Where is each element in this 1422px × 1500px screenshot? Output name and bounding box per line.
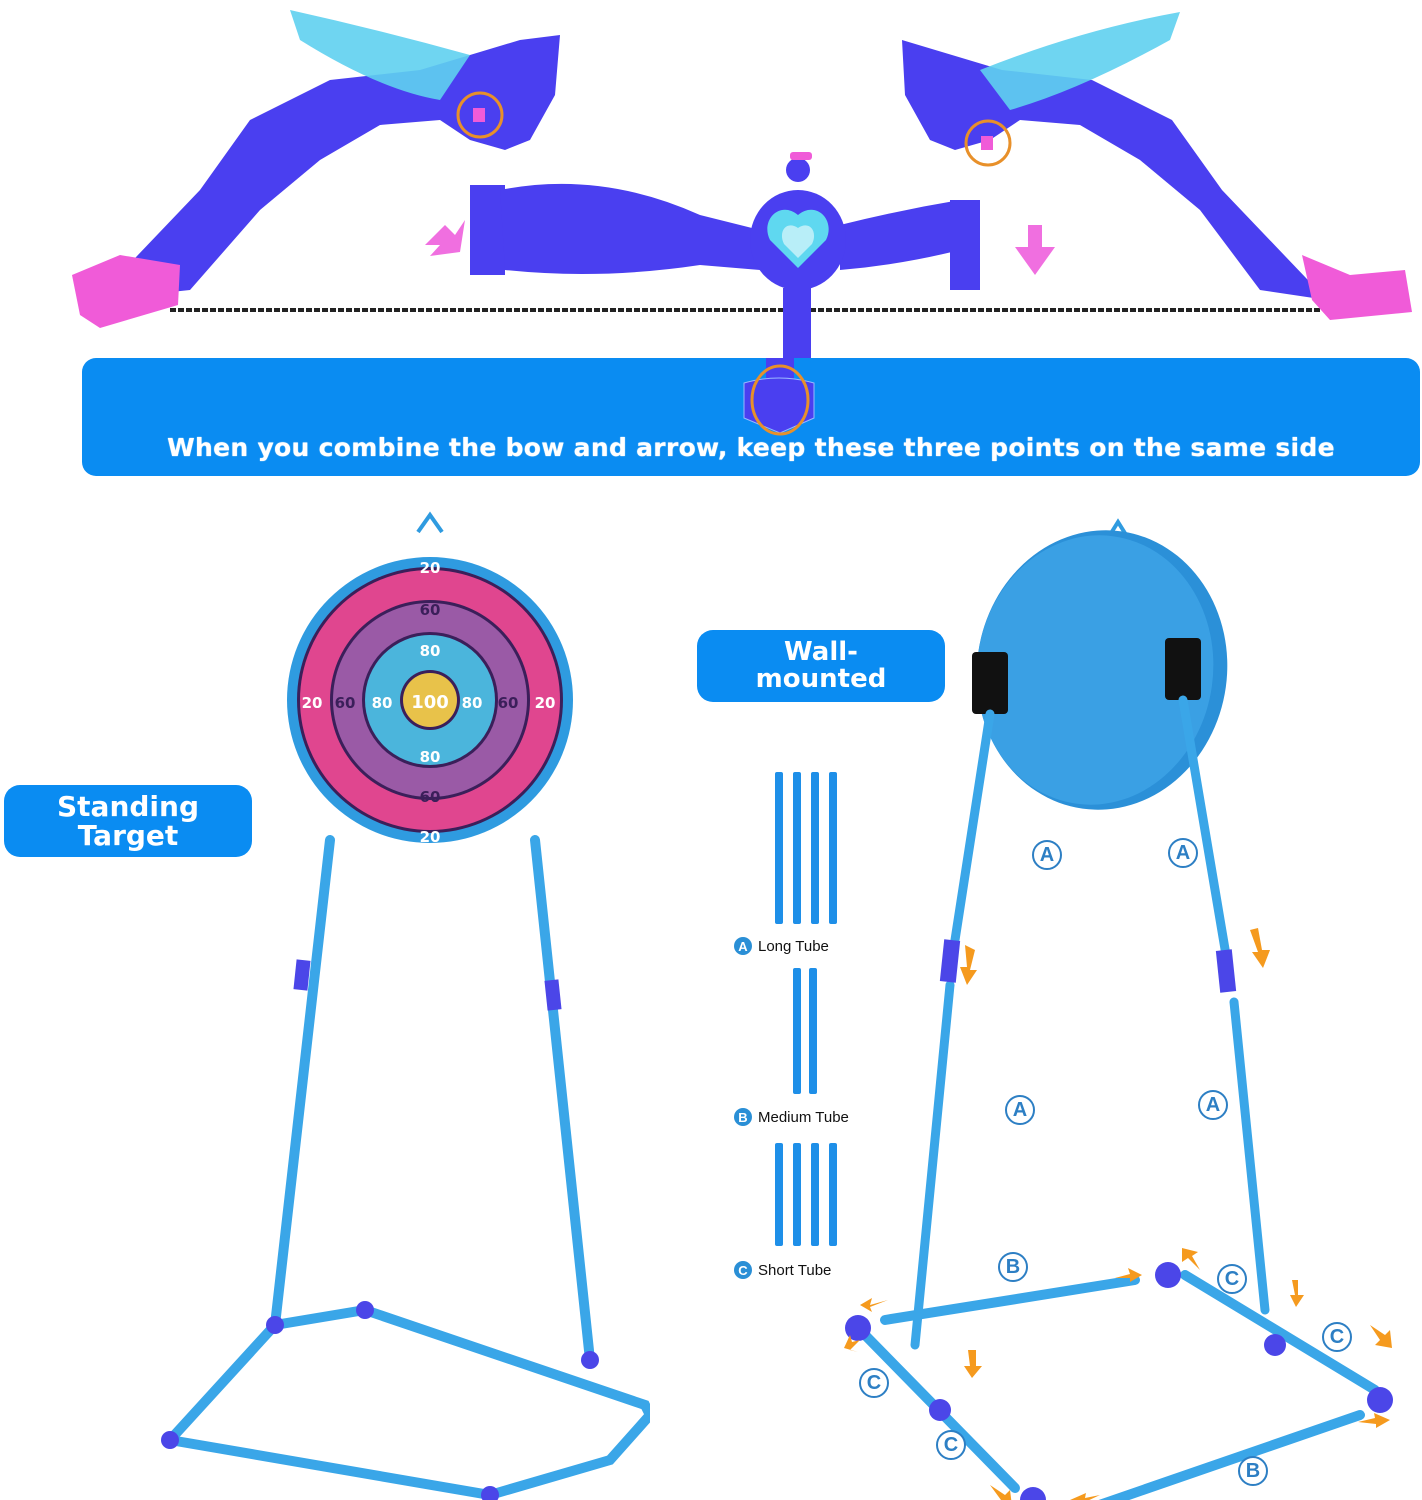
label-a-lower-left: A bbox=[1005, 1095, 1035, 1125]
short-tube bbox=[829, 1143, 837, 1246]
elbow-connector bbox=[1155, 1262, 1181, 1288]
medium-tube bbox=[793, 968, 801, 1094]
short-tube bbox=[811, 1143, 819, 1246]
svg-text:80: 80 bbox=[420, 642, 441, 660]
standing-target-illustration: 20 20 20 20 60 60 60 60 80 80 80 80 100 bbox=[161, 511, 650, 1500]
wall-mount-assembly-illustration bbox=[844, 518, 1393, 1500]
left-wing bbox=[290, 10, 470, 100]
left-highlight-ring bbox=[456, 91, 504, 139]
long-tube bbox=[775, 772, 783, 924]
svg-text:60: 60 bbox=[335, 694, 356, 712]
svg-text:60: 60 bbox=[420, 788, 441, 806]
standing-target-label: Standing Target bbox=[4, 785, 252, 857]
arrow-rest-illustration bbox=[743, 358, 815, 436]
elbow-connector bbox=[845, 1315, 871, 1341]
legend-item-medium-tube: B Medium Tube bbox=[734, 1108, 849, 1126]
svg-text:20: 20 bbox=[302, 694, 323, 712]
svg-text:60: 60 bbox=[420, 601, 441, 619]
right-tip bbox=[1302, 255, 1412, 320]
target-stand-base bbox=[165, 1304, 650, 1500]
svg-text:60: 60 bbox=[498, 694, 519, 712]
long-tube bbox=[829, 772, 837, 924]
bow-illustration bbox=[72, 10, 1412, 360]
target-stand-legs bbox=[270, 835, 595, 1365]
long-tube bbox=[793, 772, 801, 924]
label-c-left: C bbox=[859, 1368, 889, 1398]
elbow-connector bbox=[1367, 1387, 1393, 1413]
label-a-lower-right: A bbox=[1198, 1090, 1228, 1120]
label-c-front-left: C bbox=[936, 1430, 966, 1460]
label-c-right: C bbox=[1322, 1322, 1352, 1352]
svg-text:20: 20 bbox=[420, 559, 441, 577]
bullseye bbox=[403, 673, 457, 727]
label-b-back: B bbox=[998, 1252, 1028, 1282]
center-highlight-ring bbox=[750, 364, 810, 436]
svg-text:20: 20 bbox=[420, 828, 441, 846]
label-a-upper-left: A bbox=[1032, 840, 1062, 870]
left-limb bbox=[72, 10, 560, 328]
instruction-text: When you combine the bow and arrow, keep… bbox=[167, 433, 1335, 462]
legend-item-short-tube: C Short Tube bbox=[734, 1261, 831, 1279]
right-highlight-ring bbox=[964, 119, 1012, 167]
tube-socket-left bbox=[972, 652, 1008, 714]
right-wing bbox=[980, 12, 1180, 110]
leg-connector bbox=[939, 939, 961, 983]
svg-text:80: 80 bbox=[420, 748, 441, 766]
short-tube bbox=[793, 1143, 801, 1246]
right-limb bbox=[902, 12, 1412, 320]
medium-tube bbox=[809, 968, 817, 1094]
tee-connector bbox=[1264, 1334, 1286, 1356]
svg-text:100: 100 bbox=[411, 692, 449, 713]
instruction-banner: When you combine the bow and arrow, keep… bbox=[82, 358, 1420, 476]
label-c-back-right: C bbox=[1217, 1264, 1247, 1294]
right-pink-arrow-icon bbox=[1015, 225, 1055, 275]
bow-riser bbox=[470, 152, 980, 360]
svg-text:80: 80 bbox=[462, 694, 483, 712]
svg-text:20: 20 bbox=[535, 694, 556, 712]
tube-socket-right bbox=[1165, 638, 1201, 700]
elbow-connector bbox=[1020, 1487, 1046, 1500]
tee-connector bbox=[929, 1399, 951, 1421]
badge-b-icon: B bbox=[734, 1108, 752, 1126]
long-tube bbox=[811, 772, 819, 924]
legend-item-long-tube: A Long Tube bbox=[734, 937, 829, 955]
short-tube bbox=[775, 1143, 783, 1246]
left-tip bbox=[72, 255, 180, 328]
left-pink-arrow-icon bbox=[425, 220, 465, 256]
svg-text:80: 80 bbox=[372, 694, 393, 712]
wall-mounted-label: Wall- mounted bbox=[697, 630, 945, 702]
label-a-upper-right: A bbox=[1168, 838, 1198, 868]
label-b-front: B bbox=[1238, 1456, 1268, 1486]
badge-c-icon: C bbox=[734, 1261, 752, 1279]
leg-connector bbox=[1215, 949, 1237, 993]
badge-a-icon: A bbox=[734, 937, 752, 955]
orange-direction-arrows bbox=[844, 928, 1392, 1500]
